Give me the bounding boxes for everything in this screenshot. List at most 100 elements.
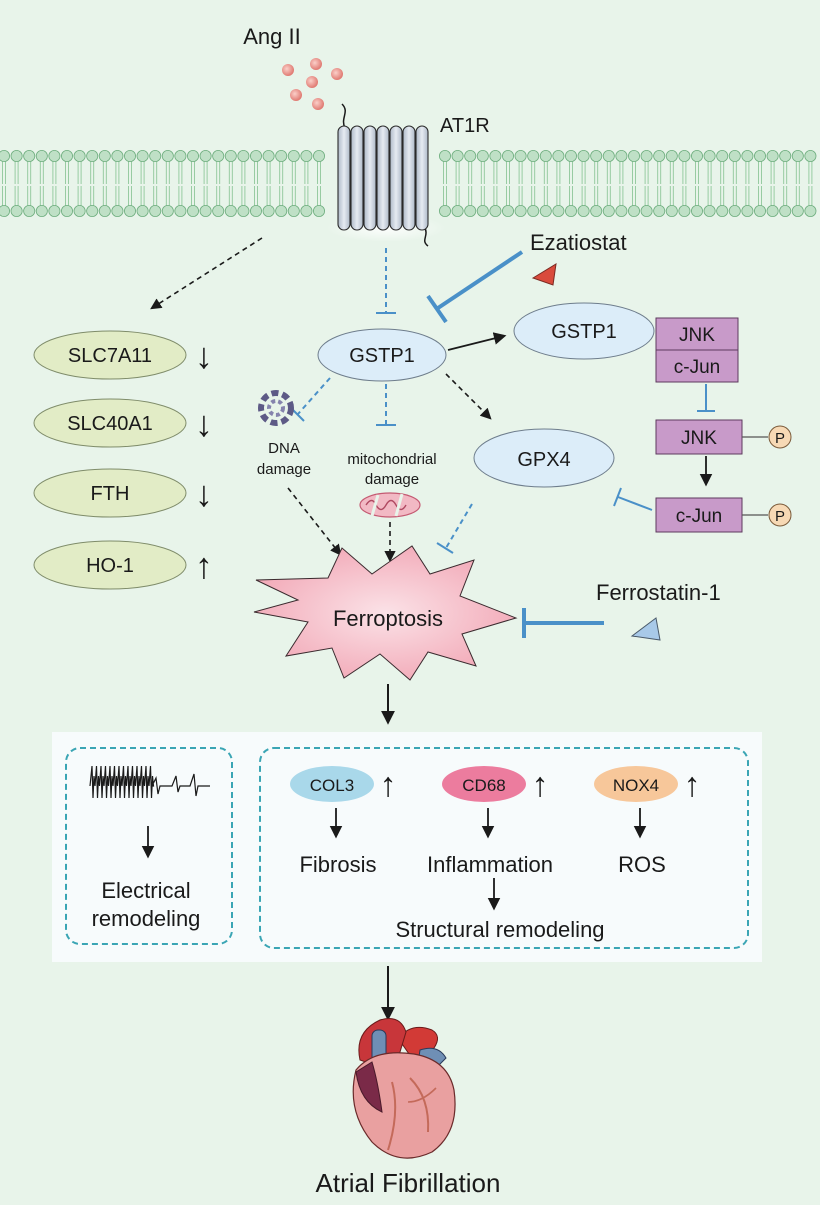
lipid-head xyxy=(489,204,502,217)
lipid-head xyxy=(602,149,615,162)
lipid-head xyxy=(539,149,552,162)
lipid-head xyxy=(249,149,262,162)
marker-outcome: Inflammation xyxy=(427,852,553,877)
lipid-head xyxy=(224,149,237,162)
lipid-head xyxy=(665,204,678,217)
phospho-label: P xyxy=(775,430,785,447)
side-marker-label: FTH xyxy=(91,483,130,505)
structural-label: Structural remodeling xyxy=(395,917,604,942)
lipid-head xyxy=(766,204,779,217)
gstp1-label: GSTP1 xyxy=(349,345,415,367)
lipid-head xyxy=(98,204,111,217)
gpx4-node: GPX4 xyxy=(473,428,615,488)
lipid-head xyxy=(640,149,653,162)
lipid-head xyxy=(804,204,817,217)
cjun-p-label: c-Jun xyxy=(676,506,722,527)
lipid-head xyxy=(716,149,729,162)
lipid-head xyxy=(464,149,477,162)
lipid-head xyxy=(791,149,804,162)
lipid-head xyxy=(124,204,137,217)
lipid-head xyxy=(10,204,23,217)
lipid-head xyxy=(0,150,10,162)
inhibit-gpx4-ferroptosis xyxy=(436,503,473,554)
lipid-head xyxy=(628,149,641,162)
lipid-head xyxy=(23,204,36,217)
lipid-head xyxy=(186,149,199,162)
lipid-head xyxy=(262,204,275,217)
marker-direction: ↑ xyxy=(380,766,397,804)
inhibit-complex-jnk xyxy=(697,384,715,412)
lipid-head xyxy=(754,204,767,217)
lipid-head xyxy=(275,149,288,162)
marker-nox4: NOX4↑ROS xyxy=(594,766,701,877)
lipid-head xyxy=(136,204,149,217)
lipid-head xyxy=(10,149,23,162)
lipid-head xyxy=(275,204,288,217)
inhibit-ezatiostat-gstp1 xyxy=(426,250,524,324)
lipid-head xyxy=(300,149,313,162)
lipid-head xyxy=(124,149,137,162)
lipid-head xyxy=(628,204,641,217)
ligand-particle xyxy=(306,76,318,88)
dna-damage-line1: DNA xyxy=(268,440,300,457)
lipid-head xyxy=(565,149,578,162)
lipid-head xyxy=(199,149,212,162)
side-marker-label: SLC40A1 xyxy=(67,413,153,435)
lipid-head xyxy=(300,204,313,217)
phospho-icon xyxy=(768,425,792,449)
lipid-head xyxy=(35,149,48,162)
lipid-head xyxy=(86,149,99,162)
marker-direction: ↑ xyxy=(532,766,549,804)
receptor-helix xyxy=(402,125,416,231)
lipid-head xyxy=(161,204,174,217)
electrical-remodeling-box xyxy=(65,747,233,945)
ezatiostat-icon xyxy=(531,263,557,286)
lipid-head xyxy=(476,204,489,217)
receptor-helix xyxy=(337,125,351,231)
lipid-head xyxy=(312,204,325,217)
inhibit-cjun-gpx4 xyxy=(613,487,653,511)
lipid-head xyxy=(149,204,162,217)
lipid-head xyxy=(552,204,565,217)
mito-damage-line2: damage xyxy=(365,471,419,488)
lipid-head xyxy=(73,204,86,217)
gstp1-jnk-complex: GSTP1 JNK c-Jun xyxy=(513,302,739,383)
gstp1-complex-label: GSTP1 xyxy=(551,321,617,343)
lipid-head xyxy=(779,204,792,217)
cjun-bound-label: c-Jun xyxy=(674,357,720,378)
side-markers: SLC7A11↓SLC40A1↓FTH↓HO-1↑ xyxy=(33,330,213,590)
lipid-head xyxy=(237,149,250,162)
ferrostatin-label: Ferrostatin-1 xyxy=(596,580,721,605)
marker-outcome: ROS xyxy=(618,852,666,877)
lipid-head xyxy=(489,149,502,162)
marker-cd68: CD68↑Inflammation xyxy=(427,766,553,877)
lipid-head xyxy=(464,204,477,217)
ligand-particle xyxy=(310,58,322,70)
cjun-bound-box xyxy=(655,349,739,383)
lipid-head xyxy=(48,149,61,162)
receptor-helix xyxy=(389,125,403,231)
inhibit-gstp1-mito xyxy=(376,384,396,426)
side-marker-direction: ↓ xyxy=(195,403,213,444)
lipid-head xyxy=(199,204,212,217)
lipid-head xyxy=(98,149,111,162)
lipid-head xyxy=(451,204,464,217)
ecg-trace-icon xyxy=(89,765,210,799)
side-marker-label: HO-1 xyxy=(86,555,134,577)
lipid-head xyxy=(161,149,174,162)
ligand-particle xyxy=(331,68,343,80)
side-marker-fth: FTH↓ xyxy=(33,468,213,518)
ezatiostat-label: Ezatiostat xyxy=(530,230,627,255)
lipid-head xyxy=(514,204,527,217)
lipid-head xyxy=(48,204,61,217)
lipid-head xyxy=(602,204,615,217)
mito-damage-line1: mitochondrial xyxy=(347,451,436,468)
ligand-label: Ang II xyxy=(243,24,300,49)
ferroptosis-label: Ferroptosis xyxy=(333,606,443,631)
lipid-head xyxy=(653,149,666,162)
lipid-head xyxy=(779,149,792,162)
phospho-label: P xyxy=(775,508,785,525)
cell-membrane xyxy=(0,149,817,217)
ligand-particle xyxy=(312,98,324,110)
arrow-gstp1-gpx4 xyxy=(445,373,492,420)
